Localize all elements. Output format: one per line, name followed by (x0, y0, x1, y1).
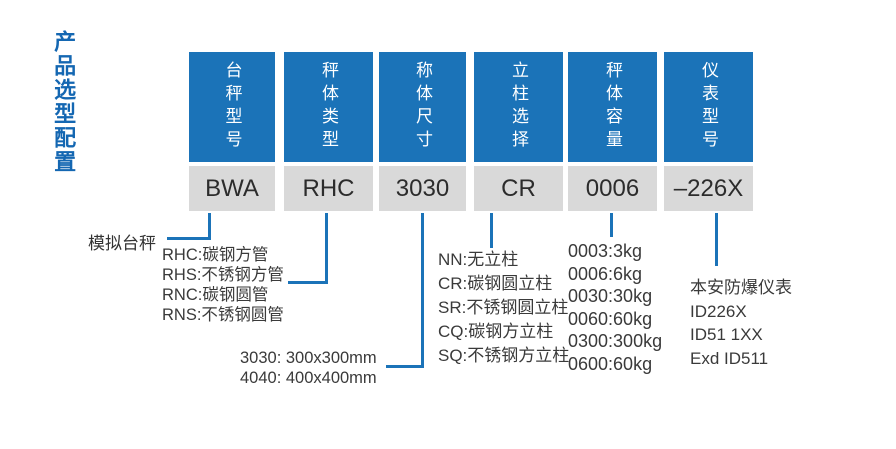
note-line: NN:无立柱 (438, 250, 519, 269)
page-title: 产品选型配置 (51, 30, 77, 174)
connector-size-horizontal (386, 365, 424, 368)
column-pillar-choice: 立柱选择 CR (474, 52, 563, 211)
column-header: 仪表型号 (664, 52, 753, 162)
note-line: 0600:60kg (568, 353, 653, 374)
note-line: 0060:60kg (568, 308, 653, 329)
note-line: RNC:碳钢圆管 (162, 286, 269, 304)
connector-pillar-vertical (490, 213, 493, 248)
note-platform-model: 模拟台秤 (88, 234, 156, 253)
column-code-cell: 0006 (568, 166, 657, 211)
note-line: 4040: 400x400mm (240, 368, 377, 387)
column-header-label: 秤体容量 (603, 61, 622, 153)
note-line: 0030:30kg (568, 286, 653, 306)
column-body-type: 秤体类型 RHC (284, 52, 373, 211)
note-line: 本安防爆仪表 (690, 278, 792, 297)
note-line: 0300:300kg (568, 331, 663, 351)
note-line: 0006:6kg (568, 263, 643, 284)
column-platform-model: 台秤型号 BWA (189, 52, 275, 211)
connector-capacity-vertical (610, 213, 613, 237)
connector-rhc-horizontal (288, 281, 328, 284)
column-header: 称体尺寸 (379, 52, 466, 162)
column-code-cell: CR (474, 166, 563, 211)
note-size-list: 3030: 300x300mm 4040: 400x400mm (240, 349, 377, 388)
column-body-size: 称体尺寸 3030 (379, 52, 466, 211)
note-pillar-list: NN:无立柱 CR:碳钢圆立柱 SR:不锈钢圆立柱 CQ:碳钢方立柱 SQ:不锈… (438, 248, 569, 368)
note-line: SQ:不锈钢方立柱 (438, 346, 570, 365)
connector-rhc-vertical (325, 213, 328, 284)
note-line: RHC:碳钢方管 (162, 246, 269, 264)
column-header-label: 仪表型号 (699, 61, 718, 153)
note-line: 0003:3kg (568, 241, 643, 261)
column-header: 台秤型号 (189, 52, 275, 162)
note-line: CQ:碳钢方立柱 (438, 322, 554, 341)
note-indicator-list: 本安防爆仪表 ID226X ID51 1XX Exd ID511 (690, 276, 792, 370)
column-code-cell: –226X (664, 166, 753, 211)
note-line: RNS:不锈钢圆管 (162, 306, 284, 324)
note-body-type-list: RHC:碳钢方管 RHS:不锈钢方管 RNC:碳钢圆管 RNS:不锈钢圆管 (162, 245, 284, 325)
note-line: 3030: 300x300mm (240, 349, 377, 367)
column-header-label: 立柱选择 (509, 61, 528, 153)
column-code-cell: BWA (189, 166, 275, 211)
column-header-label: 称体尺寸 (413, 61, 432, 153)
note-line: CR:碳钢圆立柱 (438, 274, 553, 293)
column-indicator-model: 仪表型号 –226X (664, 52, 753, 211)
connector-bwa-horizontal (167, 237, 211, 240)
note-line: SR:不锈钢圆立柱 (438, 298, 569, 317)
connector-bwa-vertical (208, 213, 211, 240)
column-header: 立柱选择 (474, 52, 563, 162)
note-line: ID226X (690, 301, 747, 321)
note-line: RHS:不锈钢方管 (162, 266, 284, 284)
column-capacity: 秤体容量 0006 (568, 52, 657, 211)
note-line: Exd ID511 (690, 348, 769, 368)
column-header: 秤体容量 (568, 52, 657, 162)
note-capacity-list: 0003:3kg 0006:6kg 0030:30kg 0060:60kg 03… (568, 240, 662, 375)
column-header: 秤体类型 (284, 52, 373, 162)
column-header-label: 秤体类型 (319, 61, 338, 153)
column-header-label: 台秤型号 (222, 61, 242, 153)
connector-size-vertical (421, 213, 424, 368)
connector-indicator-vertical (715, 213, 718, 266)
column-code-cell: RHC (284, 166, 373, 211)
column-code-cell: 3030 (379, 166, 466, 211)
note-line: ID51 1XX (690, 325, 763, 344)
